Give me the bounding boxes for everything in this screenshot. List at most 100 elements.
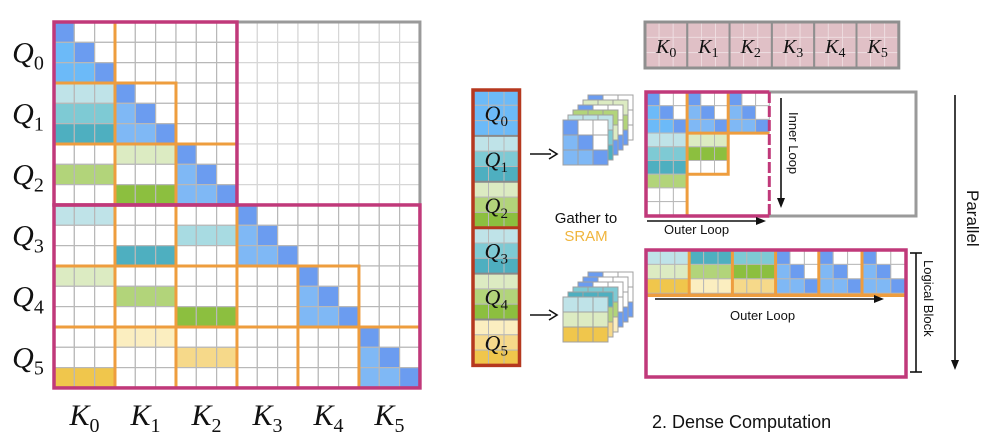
matrix-cell (297, 62, 319, 84)
matrix-cell (297, 41, 319, 64)
top-panel-cell (659, 146, 674, 162)
matrix-cell (114, 265, 136, 287)
matrix-cell (399, 102, 421, 125)
matrix-cell (73, 285, 96, 308)
matrix-cell (256, 265, 279, 287)
k-strip-label-2: K2 (740, 36, 761, 61)
top-panel-cell (659, 201, 674, 216)
matrix-cell (297, 143, 319, 165)
row-label-q2: Q2 (12, 158, 44, 196)
matrix-cell (94, 346, 116, 369)
matrix-cell (338, 82, 360, 104)
matrix-cell (358, 204, 380, 226)
matrix-cell (236, 163, 258, 186)
top-panel-cell (700, 132, 715, 148)
matrix-cell (317, 62, 340, 84)
matrix-cell (378, 224, 401, 247)
row-label-q1: Q1 (12, 97, 44, 135)
q-stack-border (471, 88, 522, 368)
matrix-cell (53, 285, 75, 308)
matrix-cell (297, 326, 319, 348)
matrix-cell (195, 41, 218, 64)
matrix-cell (195, 346, 218, 369)
matrix-cell (256, 82, 279, 104)
top-panel-cell (645, 173, 661, 189)
top-panel-cell (714, 91, 729, 107)
matrix-cell (399, 41, 421, 64)
matrix-cell (216, 21, 238, 43)
matrix-cell (155, 265, 177, 287)
matrix-cell (317, 285, 340, 308)
col-label-k5: K5 (373, 399, 404, 437)
col-label-k0: K0 (68, 399, 99, 437)
matrix-cell (297, 21, 319, 43)
matrix-cell (399, 367, 421, 389)
col-label-k4: K4 (312, 399, 343, 437)
matrix-cell (53, 163, 75, 186)
matrix-cell (53, 346, 75, 369)
sram-tile-stacks (530, 94, 634, 343)
top-panel-cell (645, 105, 661, 120)
bottom-panel-cell (703, 249, 719, 265)
matrix-cell (155, 82, 177, 104)
matrix-cell (114, 41, 136, 64)
matrix-cell (175, 163, 197, 186)
col-label-k2: K2 (190, 399, 221, 437)
matrix-cell (114, 102, 136, 125)
matrix-cell (175, 265, 197, 287)
matrix-cell (155, 143, 177, 165)
matrix-cell (53, 143, 75, 165)
matrix-cell (94, 367, 116, 389)
matrix-cell (94, 21, 116, 43)
matrix-cell (297, 82, 319, 104)
matrix-cell (399, 285, 421, 308)
matrix-cell (317, 224, 340, 247)
matrix-cell (358, 224, 380, 247)
gather-arrow-bottom-head (548, 309, 559, 321)
matrix-cell (155, 184, 177, 206)
matrix-cell (175, 326, 197, 348)
matrix-cell (73, 367, 96, 389)
k-strip-cell (715, 21, 731, 38)
matrix-cell (73, 143, 96, 165)
top-panel-cell (714, 160, 729, 175)
matrix-cell (338, 102, 360, 125)
matrix-cell (195, 326, 218, 348)
matrix-cell (317, 163, 340, 186)
block-boundary (54, 81, 178, 144)
matrix-cell (256, 62, 279, 84)
top-panel-cell (686, 118, 702, 134)
matrix-cell (358, 82, 380, 104)
q-stack-label-2: Q2 (485, 193, 508, 222)
bottom-panel-cell (789, 249, 805, 265)
bottom-panel-cell (703, 263, 719, 280)
matrix-cell (94, 245, 116, 267)
matrix-cell (94, 41, 116, 64)
matrix-cell (256, 123, 279, 145)
matrix-cell (155, 224, 177, 247)
bottom-panel-cell (746, 249, 762, 265)
matrix-cell (216, 123, 238, 145)
matrix-cell (297, 367, 319, 389)
matrix-cell (256, 224, 279, 247)
matrix-cell (134, 306, 157, 328)
top-panel-cell (659, 118, 674, 134)
top-stack-layer-cell (592, 134, 609, 151)
matrix-cell (53, 21, 75, 43)
top-panel-cell (659, 91, 674, 107)
matrix-cell (236, 326, 258, 348)
q-stack-cell (503, 135, 520, 152)
matrix-cell (195, 367, 218, 389)
top-stack-layer-cell (562, 119, 579, 136)
matrix-cell (195, 204, 218, 226)
matrix-cell (297, 224, 319, 247)
matrix-cell (236, 367, 258, 389)
matrix-cell (216, 285, 238, 308)
matrix-cell (114, 82, 136, 104)
matrix-cell (73, 21, 96, 43)
matrix-cell (195, 143, 218, 165)
bottom-panel-cell (832, 249, 849, 265)
matrix-cell (338, 204, 360, 226)
